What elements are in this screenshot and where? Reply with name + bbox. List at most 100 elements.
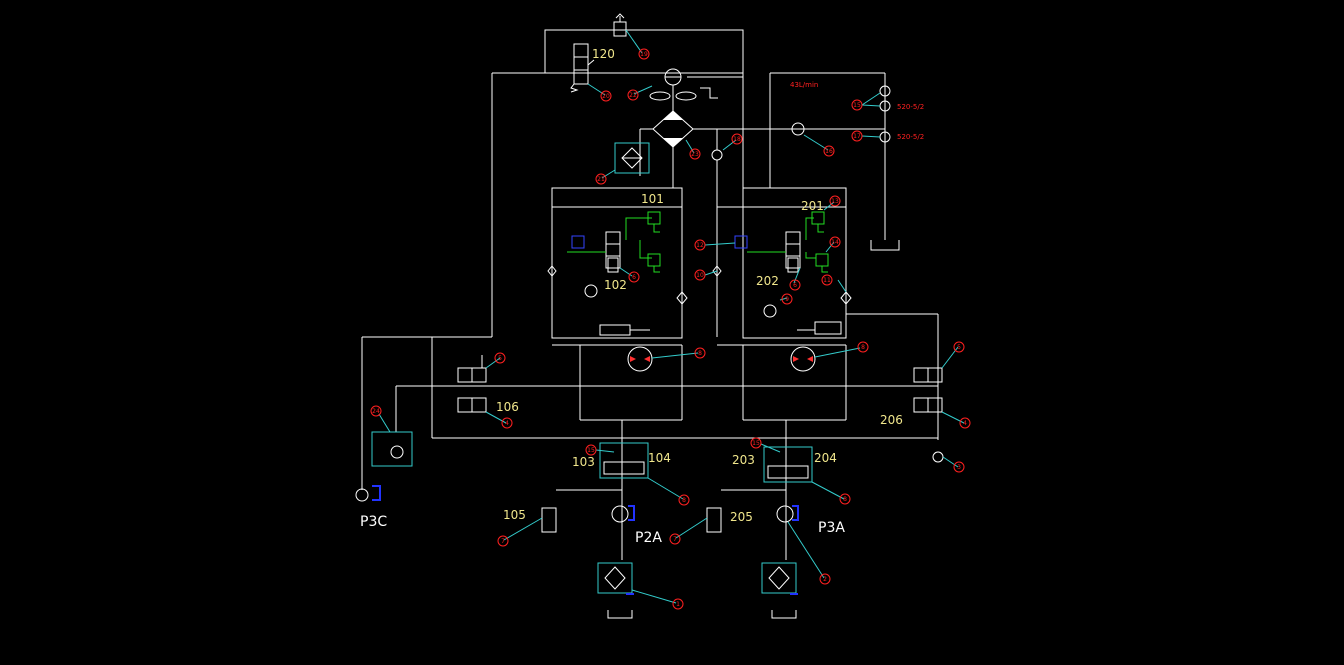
relief-valve-19 <box>613 13 627 37</box>
svg-text:7: 7 <box>501 538 505 545</box>
svg-text:8: 8 <box>861 344 865 351</box>
component-labels: 120 101 102 103 104 105 106 201 202 203 … <box>360 47 924 546</box>
svg-text:15: 15 <box>587 447 595 454</box>
svg-text:8: 8 <box>682 497 686 504</box>
label-104: 104 <box>648 451 671 465</box>
balloon-10: 10 <box>694 269 706 281</box>
heat-exchanger <box>639 93 885 188</box>
pump-label-p3a: P3A <box>818 520 845 536</box>
balloon-14: 14 <box>829 236 841 248</box>
svg-text:18: 18 <box>733 136 741 143</box>
svg-text:15: 15 <box>752 440 760 447</box>
svg-text:20: 20 <box>602 93 610 100</box>
gauge-note-2: 520-5/2 <box>897 133 924 141</box>
cooler-fan <box>649 68 718 101</box>
label-206: 206 <box>880 413 903 427</box>
item-balloons: 19 20 22 23 18 16 21 15 17 13 14 12 10 9… <box>370 29 971 610</box>
gauge-note-1: 520-5/2 <box>897 103 924 111</box>
balloon-21: 21 <box>595 173 607 185</box>
balloon-19: 19 <box>638 48 650 60</box>
top-circuit <box>491 13 900 337</box>
lower-manifold <box>355 336 944 619</box>
balloon-7b: 7 <box>669 533 681 545</box>
balloon-20: 20 <box>600 90 612 102</box>
filter-21 <box>614 142 650 174</box>
balloon-12: 12 <box>694 239 706 251</box>
svg-text:16: 16 <box>825 148 833 155</box>
label-201: 201 <box>801 199 824 213</box>
balloon-5b: 5 <box>953 341 965 353</box>
left-control-block <box>547 187 688 372</box>
label-204: 204 <box>814 451 837 465</box>
svg-text:12: 12 <box>696 242 704 249</box>
svg-text:3: 3 <box>957 464 961 471</box>
svg-text:9: 9 <box>785 296 789 303</box>
svg-text:6: 6 <box>793 282 797 289</box>
balloon-13: 13 <box>829 195 841 207</box>
svg-text:22: 22 <box>629 92 637 99</box>
balloon-22: 22 <box>627 89 639 101</box>
balloon-5a: 5 <box>494 352 506 364</box>
svg-text:11: 11 <box>823 277 831 284</box>
label-205: 205 <box>730 510 753 524</box>
balloon-23: 23 <box>689 148 701 160</box>
balloon-4b: 4 <box>959 417 971 429</box>
svg-text:7: 7 <box>673 536 677 543</box>
svg-text:10: 10 <box>696 272 704 279</box>
check-valve-18 <box>711 129 723 337</box>
gauge-16 <box>791 122 805 136</box>
balloon-18: 18 <box>731 133 743 145</box>
svg-text:21: 21 <box>597 176 605 183</box>
balloon-4a: 4 <box>501 417 513 429</box>
pump-label-p2a: P2A <box>635 530 662 546</box>
svg-text:4: 4 <box>963 420 967 427</box>
svg-text:23: 23 <box>691 151 699 158</box>
balloon-3: 3 <box>953 461 965 473</box>
label-101: 101 <box>641 192 664 206</box>
svg-text:5: 5 <box>498 355 502 362</box>
pump-label-p3c: P3C <box>360 514 387 530</box>
balloon-7a: 7 <box>497 535 509 547</box>
balloon-1: 1 <box>672 598 684 610</box>
balloon-15: 15 <box>851 99 863 111</box>
svg-text:15: 15 <box>853 102 861 109</box>
svg-text:17: 17 <box>853 133 861 140</box>
valve-120 <box>570 43 595 93</box>
svg-text:24: 24 <box>372 408 380 415</box>
svg-text:1: 1 <box>676 601 680 608</box>
balloon-6a: 6 <box>628 271 640 283</box>
balloon-8c: 8 <box>678 494 690 506</box>
right-control-block <box>712 187 939 440</box>
svg-text:8: 8 <box>698 350 702 357</box>
svg-text:14: 14 <box>831 239 839 246</box>
balloon-15b: 15 <box>585 444 597 456</box>
label-120: 120 <box>592 47 615 61</box>
balloon-2: 2 <box>819 573 831 585</box>
label-202: 202 <box>756 274 779 288</box>
label-103: 103 <box>572 455 595 469</box>
svg-text:19: 19 <box>640 51 648 58</box>
svg-text:2: 2 <box>823 576 827 583</box>
balloon-17: 17 <box>851 130 863 142</box>
label-203: 203 <box>732 453 755 467</box>
balloon-6b: 6 <box>789 279 801 291</box>
svg-text:6: 6 <box>632 274 636 281</box>
svg-text:5: 5 <box>957 344 961 351</box>
drive-couplings <box>372 485 799 595</box>
svg-text:4: 4 <box>505 420 509 427</box>
flow-note: 43L/min <box>790 81 818 89</box>
balloon-9: 9 <box>781 293 793 305</box>
balloon-15c: 15 <box>750 437 762 449</box>
svg-text:8: 8 <box>843 496 847 503</box>
balloon-16: 16 <box>823 145 835 157</box>
label-102: 102 <box>604 278 627 292</box>
balloon-8a: 8 <box>694 347 706 359</box>
balloon-24: 24 <box>370 405 382 417</box>
label-106: 106 <box>496 400 519 414</box>
label-105: 105 <box>503 508 526 522</box>
svg-text:13: 13 <box>831 198 839 205</box>
balloon-8d: 8 <box>839 493 851 505</box>
balloon-8b: 8 <box>857 341 869 353</box>
balloon-11: 11 <box>821 274 833 286</box>
